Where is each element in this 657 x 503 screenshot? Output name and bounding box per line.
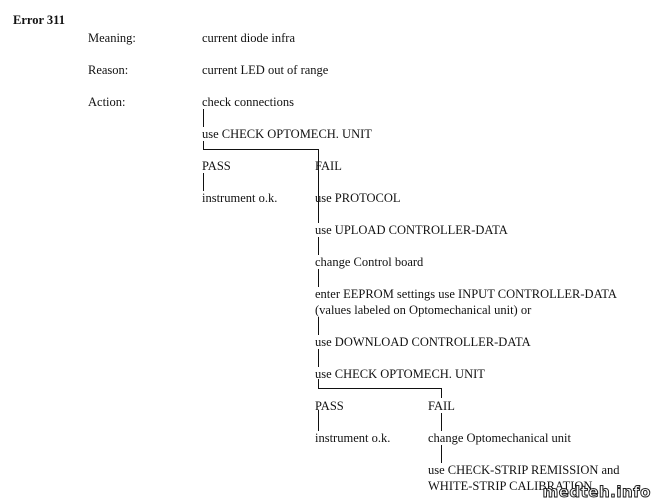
step-check-optomech-2: use CHECK OPTOMECH. UNIT [315, 367, 485, 381]
connector [441, 413, 443, 431]
fail-label-2: FAIL [428, 399, 455, 413]
step-change-board: change Control board [315, 255, 424, 269]
connector [318, 317, 320, 335]
step-eeprom-line1: enter EEPROM settings use INPUT CONTROLL… [315, 287, 617, 301]
step-check-optomech: use CHECK OPTOMECH. UNIT [202, 127, 372, 141]
connector [441, 388, 443, 398]
pass-label-2: PASS [315, 399, 344, 413]
step-change-optomech: change Optomechanical unit [428, 431, 571, 445]
step-check-connections: check connections [202, 95, 294, 109]
step-calibration-line1: use CHECK-STRIP REMISSION and [428, 463, 620, 477]
step-calibration-line2: WHITE-STRIP CALIBRATION [428, 479, 593, 493]
watermark: medteh.info [542, 483, 651, 502]
connector [203, 173, 205, 191]
fail-label: FAIL [315, 159, 342, 173]
connector [203, 109, 205, 127]
connector [318, 349, 320, 367]
instrument-ok: instrument o.k. [202, 191, 278, 205]
branch-connector [318, 388, 442, 390]
branch-connector [203, 149, 319, 151]
connector [318, 410, 320, 431]
step-eeprom-line2: (values labeled on Optomechanical unit) … [315, 303, 532, 317]
connector [318, 205, 320, 223]
connector [441, 445, 443, 463]
step-upload: use UPLOAD CONTROLLER-DATA [315, 223, 508, 237]
instrument-ok-2: instrument o.k. [315, 431, 391, 445]
step-download: use DOWNLOAD CONTROLLER-DATA [315, 335, 531, 349]
connector [318, 237, 320, 255]
step-protocol: use PROTOCOL [315, 191, 401, 205]
connector [203, 141, 205, 150]
action-label: Action: [88, 95, 126, 109]
connector [318, 149, 320, 173]
meaning-text: current diode infra [202, 31, 296, 45]
reason-text: current LED out of range [202, 63, 329, 77]
connector [318, 173, 320, 205]
reason-label: Reason: [88, 63, 129, 77]
error-code: Error 311 [13, 13, 65, 27]
pass-label: PASS [202, 159, 231, 173]
connector [318, 379, 320, 389]
meaning-label: Meaning: [88, 31, 136, 45]
connector [318, 269, 320, 287]
